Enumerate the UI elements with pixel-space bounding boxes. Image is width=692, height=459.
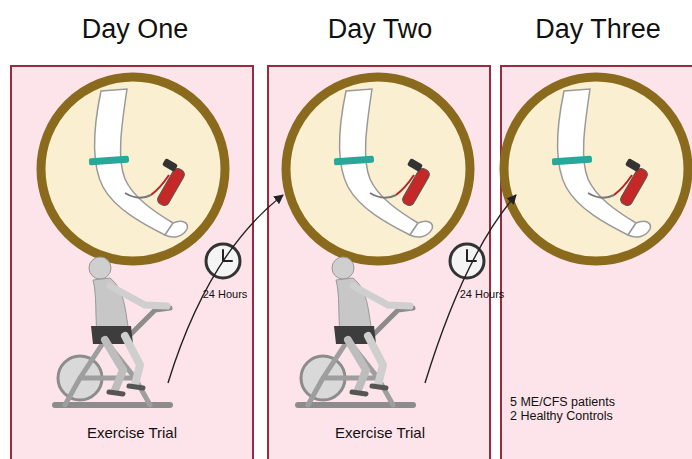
exercise-bike-illustration [298, 257, 413, 405]
interval-label: 24 Hours [460, 288, 505, 300]
day-heading: Day Two [328, 14, 433, 45]
exercise-bike-illustration [55, 257, 170, 405]
panel-note: 5 ME/CFS patients [510, 395, 615, 409]
time-arrow [168, 195, 283, 383]
blood-draw-icon [504, 77, 688, 261]
blood-draw-icon [286, 77, 470, 261]
panel-note: Exercise Trial [335, 424, 425, 441]
interval-label: 24 Hours [203, 288, 248, 300]
day-panel: Day Three5 ME/CFS patients2 Healthy Cont… [500, 65, 692, 459]
day-heading: Day One [82, 14, 189, 45]
day-panel: Day OneExercise Trial [10, 65, 254, 459]
day-panel: Day TwoExercise Trial [267, 65, 491, 459]
clock-icon [206, 244, 240, 278]
blood-draw-icon [41, 77, 225, 261]
panel-note: 2 Healthy Controls [510, 409, 613, 423]
panel-note: Exercise Trial [87, 424, 177, 441]
clock-icon [450, 244, 484, 278]
time-arrow [425, 195, 516, 383]
day-heading: Day Three [535, 14, 661, 45]
